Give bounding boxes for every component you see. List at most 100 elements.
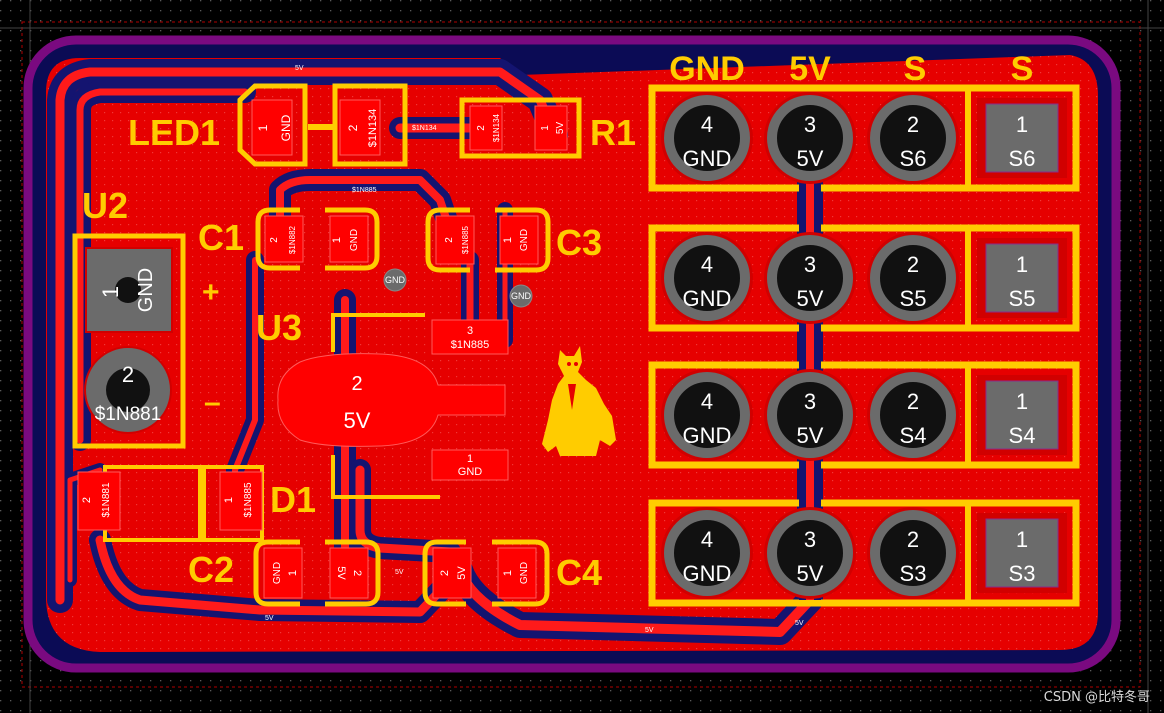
c4-pad1-num: 1 — [502, 570, 514, 576]
pin-annular-ring — [664, 510, 750, 596]
silk-u2-label: U2 — [82, 185, 128, 226]
silk-c2-label: C2 — [188, 549, 234, 590]
silk-r1-label: R1 — [590, 112, 636, 153]
c4-footprint[interactable]: 2 5V 1 GND — [422, 539, 550, 607]
pin-number: 4 — [701, 112, 713, 137]
pin-drill — [669, 515, 745, 591]
pin-square-pad — [985, 380, 1059, 450]
pin-number: 2 — [907, 112, 919, 137]
r1-footprint[interactable]: 2 $1N134 1 5V — [459, 97, 582, 159]
led1-pad2-num: 2 — [346, 124, 360, 131]
pin-net-label: 5V — [797, 146, 824, 171]
u2-footprint[interactable]: 1 GND 2 $1N881 — [72, 233, 186, 449]
pin-annular-ring — [664, 372, 750, 458]
c4-pad2-num: 2 — [439, 570, 451, 576]
c1-pad2-net: $1N882 — [288, 225, 297, 254]
pin-annular-ring — [870, 235, 956, 321]
header-pin-2[interactable]: 2S4 — [867, 369, 959, 461]
d1-pad2-net: $1N881 — [101, 482, 112, 517]
c2-pad1-net: GND — [272, 562, 283, 584]
header-pin-1[interactable]: 1S6 — [977, 98, 1067, 178]
pin-annular-ring — [870, 95, 956, 181]
pin-net-label: 5V — [797, 423, 824, 448]
header-label-5v: 5V — [789, 50, 831, 88]
header-silk-frame — [648, 84, 1080, 192]
d1-pad1-num: 1 — [223, 497, 235, 503]
d1-pad1-net: $1N885 — [243, 482, 254, 517]
c1-pad2-num: 2 — [269, 237, 280, 243]
trace-label-5v: 5V — [645, 627, 654, 634]
pin-number: 3 — [804, 252, 816, 277]
header-pin-2[interactable]: 2S5 — [867, 232, 959, 324]
c2-pad2-num: 2 — [351, 570, 363, 576]
via-gnd[interactable]: GND — [509, 284, 533, 308]
c3-pad1-net: GND — [519, 229, 530, 251]
pin-annular-ring — [664, 95, 750, 181]
u3-pad1-net: GND — [458, 466, 483, 478]
trace-label-5v: 5V — [295, 65, 304, 72]
trace-label-5v: 5V — [795, 620, 804, 627]
pin-number: 4 — [701, 527, 713, 552]
pin-drill — [875, 377, 951, 453]
trace-label-1n134: $1N134 — [412, 125, 437, 132]
u2-pad2-net: $1N881 — [95, 404, 162, 425]
pin-net-label: S3 — [900, 561, 927, 586]
pin-drill — [772, 515, 848, 591]
header-pin-1[interactable]: 1S5 — [977, 238, 1067, 318]
c3-pad2-net: $1N885 — [461, 225, 470, 254]
c2-footprint[interactable]: GND 1 5V 2 — [253, 539, 381, 607]
header-pin-2[interactable]: 2S6 — [867, 92, 959, 184]
c1-footprint[interactable]: 2 $1N882 1 GND — [255, 207, 380, 271]
pin-net-label: S5 — [900, 286, 927, 311]
c3-footprint[interactable]: 2 $1N885 1 GND — [425, 207, 551, 273]
silk-d1-label: D1 — [270, 479, 316, 520]
pin-annular-ring — [767, 235, 853, 321]
pin-net-label: 5V — [797, 561, 824, 586]
via-gnd[interactable]: GND — [383, 268, 407, 292]
pin-number: 1 — [1016, 389, 1028, 414]
headers-layer — [648, 84, 1080, 607]
pin-drill — [875, 100, 951, 176]
header-pin-3[interactable]: 35V — [764, 232, 856, 324]
header-silk-frame — [648, 224, 1080, 332]
watermark-text: CSDN @比特冬哥 — [1043, 690, 1150, 705]
led1-footprint[interactable]: 1 GND 2 $1N134 — [237, 83, 408, 167]
pin-number: 1 — [1016, 112, 1028, 137]
header-pin-1[interactable]: 1S3 — [977, 513, 1067, 593]
pin-number: 4 — [701, 252, 713, 277]
pin-number: 2 — [907, 252, 919, 277]
pin-number: 2 — [907, 389, 919, 414]
pin-annular-ring — [767, 510, 853, 596]
pin-annular-ring — [767, 95, 853, 181]
header-pin-3[interactable]: 35V — [764, 507, 856, 599]
c3-pad1-num: 1 — [502, 237, 514, 243]
pin-annular-ring — [870, 510, 956, 596]
silk-c4-label: C4 — [556, 552, 602, 593]
board-boundary — [21, 21, 1141, 688]
c2-pad1-num: 1 — [287, 570, 299, 576]
c1-pad1-num: 1 — [331, 237, 343, 243]
pin-net-label: GND — [683, 286, 732, 311]
u3-pad1-num: 1 — [467, 453, 473, 465]
header-pin-2[interactable]: 2S3 — [867, 507, 959, 599]
trace-label-5v: 5V — [395, 569, 404, 576]
d1-pad2-num: 2 — [81, 497, 93, 503]
u3-footprint[interactable]: 3 $1N885 2 5V 1 GND — [277, 313, 509, 499]
d1-footprint[interactable]: 2 $1N881 1 $1N885 — [77, 465, 264, 542]
led1-pad1-num: 1 — [256, 124, 270, 131]
pin-number: 3 — [804, 389, 816, 414]
c4-pad2-net: 5V — [456, 566, 468, 580]
header-pin-3[interactable]: 35V — [764, 369, 856, 461]
silk-u3-label: U3 — [256, 307, 302, 348]
c1-pad1-net: GND — [349, 229, 360, 251]
header-pin-1[interactable]: 1S4 — [977, 375, 1067, 455]
via-net-label: GND — [511, 291, 532, 301]
header-pin-3[interactable]: 35V — [764, 92, 856, 184]
pin-net-label: S3 — [1009, 561, 1036, 586]
pin-annular-ring — [767, 372, 853, 458]
